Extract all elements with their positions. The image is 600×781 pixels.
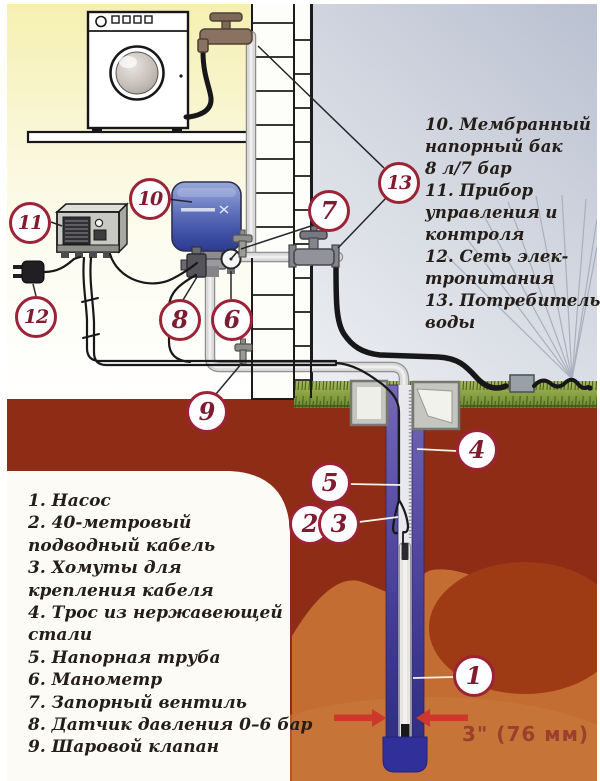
callout-12-power: 12	[15, 296, 57, 338]
callout-number: 5	[321, 468, 339, 497]
well-head	[349, 379, 461, 431]
legend-line: воды	[425, 313, 476, 332]
legend-line: 5. Напорная труба	[28, 647, 221, 668]
casing-right	[411, 384, 425, 739]
soil	[7, 399, 600, 781]
pump-inlet	[401, 724, 410, 738]
callout-number: 3	[330, 509, 348, 538]
legend-line: 9. Шаровой клапан	[28, 737, 219, 758]
ball-valve	[234, 338, 253, 364]
legend-line: подводный кабель	[28, 535, 216, 556]
legend-left: 1. Насос 2. 40-метровый подводный кабель…	[28, 490, 312, 759]
machine-buttons	[111, 15, 153, 24]
cable-clamp-left	[391, 498, 401, 535]
well-diameter-label: 3" (76 мм)	[462, 722, 590, 746]
brick-pillar	[251, 2, 313, 400]
legend-line: 8. Датчик давления 0–6 бар	[28, 715, 313, 736]
control-box	[54, 202, 129, 258]
legend-right: 10. Мембранный напорный бак 8 л/7 бар 11…	[425, 114, 600, 334]
casing-left	[385, 384, 399, 739]
legend-line: 11. Прибор	[425, 181, 534, 200]
tank-logo	[181, 208, 215, 212]
legend-line: 8 л/7 бар	[425, 159, 512, 178]
callout-number: 13	[386, 171, 412, 194]
callout-number: 9	[198, 397, 216, 426]
callout-5-pipe: 5	[309, 462, 351, 504]
sprinkler	[446, 194, 598, 393]
faucet-handle	[209, 12, 243, 22]
callout-13-consumer: 13	[378, 162, 420, 204]
pressure-gauge	[220, 248, 242, 274]
legend-line: 12. Сеть элек-	[425, 247, 569, 266]
callout-6-gauge: 6	[211, 299, 253, 341]
callout-number: 7	[320, 196, 338, 225]
legend-line: 7. Запорный вентиль	[28, 692, 247, 713]
callout-10-tank: 10	[129, 178, 171, 220]
callout-number: 10	[137, 187, 163, 210]
legend-line: 1. Насос	[28, 491, 111, 511]
water-spray	[446, 194, 598, 380]
legend-line: 2. 40-метровый	[28, 513, 192, 534]
garden-hose	[333, 194, 598, 393]
callout-4-rope: 4	[456, 429, 498, 471]
casing-cap	[382, 736, 428, 773]
legend-line: напорный бак	[425, 137, 563, 156]
leader-lines	[32, 45, 458, 679]
well-cable	[334, 361, 401, 502]
callout-11-control: 11	[9, 202, 51, 244]
callout-number: 2	[301, 509, 319, 538]
control-box-lamp	[94, 218, 104, 228]
legend-line: 4. Трос из нержавеющей	[28, 603, 283, 624]
legend-line: 13. Потребитель	[425, 291, 600, 310]
callout-9-ball-valve: 9	[186, 391, 228, 433]
width-arrows	[334, 709, 468, 727]
top-faucet	[183, 12, 253, 120]
machine-hose	[183, 49, 214, 120]
outdoor-tap	[288, 225, 340, 268]
legend-line: 10. Мембранный	[425, 115, 591, 134]
well	[334, 379, 468, 773]
legend-line: контроля	[425, 225, 525, 244]
membrane-tank	[171, 181, 242, 277]
callout-number: 6	[223, 305, 241, 334]
legend-line: крепления кабеля	[28, 580, 214, 601]
cable-clamp-right	[397, 498, 410, 534]
legend-panel	[7, 471, 290, 781]
legend-line: тропитания	[425, 269, 555, 288]
callout-1-pump: 1	[453, 655, 495, 697]
callout-number: 12	[23, 305, 49, 328]
legend-line: 3. Хомуты для	[28, 558, 182, 579]
callout-number: 1	[465, 661, 483, 690]
legend-line: 6. Манометр	[28, 670, 163, 691]
callout-3-clamps: 3	[318, 503, 360, 545]
callout-7-valve: 7	[308, 190, 350, 232]
callout-8-sensor: 8	[159, 299, 201, 341]
pump	[398, 542, 412, 741]
shelf	[26, 130, 256, 144]
callout-number: 11	[17, 211, 43, 234]
machine-knob-icon	[95, 15, 107, 28]
plug-cable	[42, 255, 82, 274]
pillar-edge-overlay	[251, 3, 312, 398]
callout-number: 8	[171, 305, 189, 334]
callout-number: 4	[468, 435, 486, 464]
legend-line: управления и	[425, 203, 558, 222]
sensor-cable	[108, 252, 199, 285]
legend-line: стали	[28, 625, 93, 646]
washing-machine	[86, 10, 190, 133]
